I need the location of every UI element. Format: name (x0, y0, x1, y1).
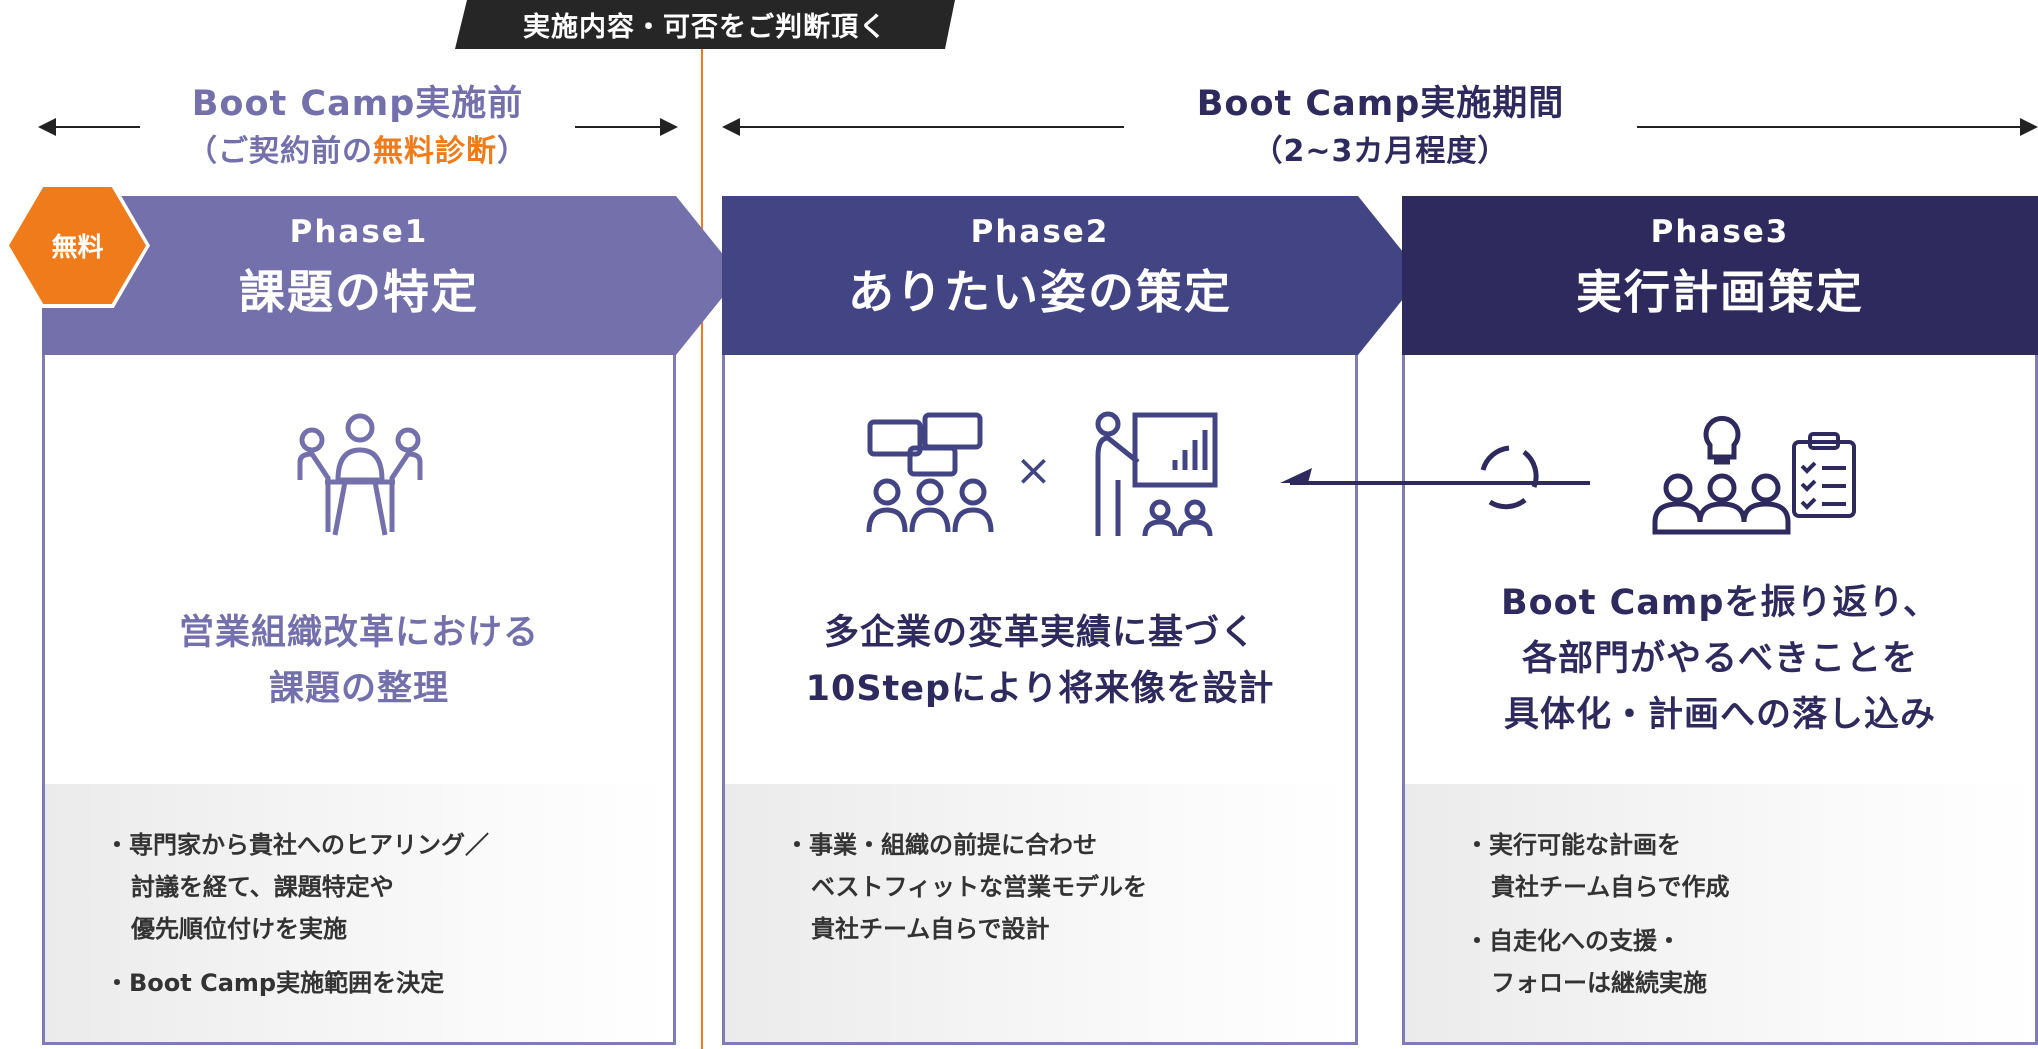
phase3-header: Phase3 実行計画策定 (1402, 196, 2038, 355)
decision-tag: 実施内容・可否をご判断頂く (455, 0, 955, 49)
phase3-bullet: ・自走化への支援・ フォローは継続実施 (1465, 920, 2035, 1004)
meeting-icon (297, 413, 423, 536)
feedback-arrow (1280, 445, 1590, 510)
phase1-bullet: ・Boot Camp実施範囲を決定 (105, 962, 673, 1004)
pre-period-sub-end: ） (497, 134, 528, 169)
presentation-icon (1095, 411, 1218, 537)
arrow-left-icon (722, 118, 740, 136)
pre-period-label: Boot Camp実施前 （ご契約前の無料診断） (140, 80, 575, 176)
bullet-line: ・自走化への支援・ (1465, 927, 1681, 955)
bullet-line: 優先順位付けを実施 (131, 915, 347, 943)
main-period-sub: （2~3カ月程度） (1252, 134, 1509, 169)
main-period-label: Boot Camp実施期間 （2~3カ月程度） (1124, 80, 1637, 176)
free-diagnosis-highlight: 無料診断 (373, 134, 497, 169)
phase2-card: × 多企業の変革実績に基づく 10Stepにより将来像を設計 ・事業・組織の前提… (722, 355, 1358, 1045)
phase2-bullet: ・事業・組織の前提に合わせ ベストフィットな営業モデルを 貴社チーム自らで設計 (785, 824, 1355, 950)
phase2-title: ありたい姿の策定 (848, 265, 1232, 319)
checklist-icon (1792, 432, 1856, 518)
phase2-details: ・事業・組織の前提に合わせ ベストフィットな営業モデルを 貴社チーム自らで設計 (725, 784, 1355, 1042)
bullet-line: 貴社チーム自らで作成 (1491, 873, 1730, 901)
times-icon: × (1015, 445, 1052, 496)
arrow-right-icon (2020, 118, 2038, 136)
phase1-label: Phase1 (289, 214, 429, 250)
period-line (738, 126, 1124, 128)
phase2-summary-line: 10Stepにより将来像を設計 (805, 669, 1275, 709)
pre-period-title: Boot Camp実施前 (191, 84, 524, 124)
phase3-label: Phase3 (1650, 214, 1790, 250)
period-line (1637, 126, 2023, 128)
phase2-label: Phase2 (970, 214, 1110, 250)
bullet-line: ・実行可能な計画を (1465, 831, 1681, 859)
phase1-title: 課題の特定 (239, 265, 479, 319)
period-line (575, 126, 670, 128)
phase2-header: Phase2 ありたい姿の策定 (722, 196, 1422, 355)
phase1-header: Phase1 課題の特定 (42, 196, 740, 355)
discussion-group-icon (866, 412, 994, 533)
phase3-summary-line: 各部門がやるべきことを (1521, 639, 1918, 679)
bullet-line: 討議を経て、課題特定や (131, 873, 394, 901)
phase3-title: 実行計画策定 (1576, 265, 1864, 319)
arrow-right-icon (660, 118, 678, 136)
bullet-line: ・事業・組織の前提に合わせ (785, 831, 1097, 859)
cycle-icon (1480, 445, 1539, 510)
phase3-bullet: ・実行可能な計画を 貴社チーム自らで作成 (1465, 824, 2035, 908)
phase2-summary-line: 多企業の変革実績に基づく (823, 613, 1256, 653)
phase3-card: Boot Campを振り返り、 各部門がやるべきことを 具体化・計画への落し込み… (1402, 355, 2038, 1045)
period-line (54, 126, 140, 128)
phase1-details: ・専門家から貴社へのヒアリング／ 討議を経て、課題特定や 優先順位付けを実施 ・… (45, 784, 673, 1042)
decision-divider (701, 49, 703, 1049)
bullet-line: ベストフィットな営業モデルを (811, 873, 1147, 901)
phase3-summary-line: 具体化・計画への落し込み (1503, 695, 1936, 735)
phase3-summary-line: Boot Campを振り返り、 (1500, 583, 1940, 623)
phase1-summary-line: 営業組織改革における (178, 613, 539, 653)
bullet-line: 貴社チーム自らで設計 (811, 915, 1050, 943)
main-period-title: Boot Camp実施期間 (1196, 84, 1565, 124)
phase3-details: ・実行可能な計画を 貴社チーム自らで作成 ・自走化への支援・ フォローは継続実施 (1405, 784, 2035, 1042)
phase1-card: 営業組織改革における 課題の整理 ・専門家から貴社へのヒアリング／ 討議を経て、… (42, 355, 676, 1045)
bullet-line: ・専門家から貴社へのヒアリング／ (105, 831, 489, 859)
arrow-left-icon (38, 118, 56, 136)
phase1-bullet: ・専門家から貴社へのヒアリング／ 討議を経て、課題特定や 優先順位付けを実施 (105, 824, 673, 950)
phase1-summary-line: 課題の整理 (268, 669, 449, 709)
pre-period-sub: （ご契約前の (187, 134, 373, 169)
team-idea-icon (1652, 415, 1791, 535)
bullet-line: ・Boot Camp実施範囲を決定 (105, 969, 445, 997)
bullet-line: フォローは継続実施 (1491, 969, 1707, 997)
free-badge: 無料 (9, 187, 146, 304)
